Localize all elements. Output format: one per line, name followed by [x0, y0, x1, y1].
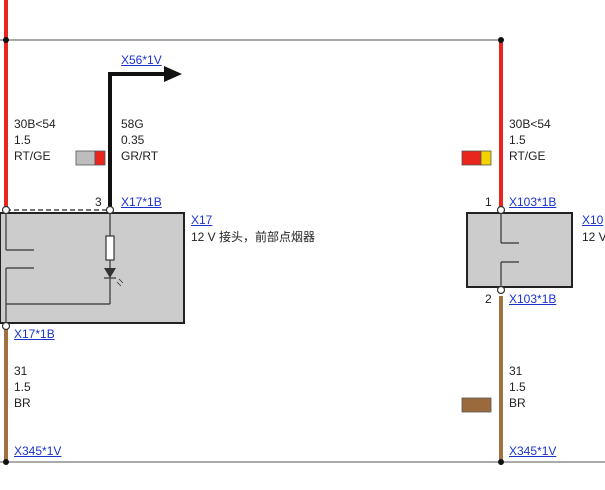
connector-x345-left-link[interactable]: X345*1V — [14, 444, 62, 458]
pin-number-x103-bottom: 2 — [485, 292, 492, 306]
wire-circuit: 30B<54 — [14, 117, 56, 131]
wire-color-code: GR/RT — [121, 149, 159, 163]
led-icon — [104, 268, 116, 278]
connector-x103-bottom-link[interactable]: X103*1B — [509, 292, 557, 306]
pin-number-x17: 3 — [95, 195, 102, 209]
arrow-right-icon — [164, 66, 182, 82]
wire-label-right-top: 30B<54 1.5 RT/GE — [509, 116, 551, 164]
component-x103-description: 12 V — [582, 230, 605, 244]
x17-component — [0, 212, 185, 324]
swatch-left-top — [75, 150, 106, 166]
wire-size: 1.5 — [14, 133, 31, 147]
wire-label-mid-top: 58G 0.35 GR/RT — [121, 116, 158, 164]
wire-size: 1.5 — [509, 380, 526, 394]
wire-circuit: 31 — [509, 364, 523, 378]
wire-color-code: RT/GE — [509, 149, 546, 163]
component-x103-link[interactable]: X10 — [582, 213, 604, 227]
x17-internal-circuit — [5, 213, 115, 323]
wire-size: 0.35 — [121, 133, 145, 147]
wire-size: 1.5 — [14, 380, 31, 394]
wire-color-code: BR — [14, 396, 31, 410]
wire-size: 1.5 — [509, 133, 526, 147]
connector-x17-bottom-link[interactable]: X17*1B — [14, 327, 55, 341]
x103-component — [466, 212, 573, 288]
led-light-rays-icon — [116, 278, 124, 287]
swatch-right-top — [461, 150, 492, 166]
wire-color-code: BR — [509, 396, 526, 410]
wire-color-code: RT/GE — [14, 149, 51, 163]
connector-x17-top-link[interactable]: X17*1B — [121, 195, 162, 209]
component-x17-description: 12 V 接头，前部点烟器 — [191, 230, 316, 244]
wire-label-left-bottom: 31 1.5 BR — [14, 363, 31, 411]
mid-black-wire — [108, 72, 165, 208]
x103-internal-circuit — [500, 213, 519, 287]
wire-circuit: 30B<54 — [509, 117, 551, 131]
pin-number-x103-top: 1 — [485, 195, 492, 209]
junction-points — [3, 37, 504, 465]
wire-circuit: 31 — [14, 364, 28, 378]
terminal-pins — [1, 205, 506, 331]
connector-x56-link[interactable]: X56*1V — [121, 53, 162, 67]
wire-label-left-top: 30B<54 1.5 RT/GE — [14, 116, 56, 164]
wire-circuit: 58G — [121, 117, 144, 131]
component-x17-link[interactable]: X17 — [191, 213, 213, 227]
wire-label-right-bottom: 31 1.5 BR — [509, 363, 526, 411]
swatch-right-bottom — [461, 397, 492, 413]
connector-x103-top-link[interactable]: X103*1B — [509, 195, 557, 209]
connector-x345-right-link[interactable]: X345*1V — [509, 444, 557, 458]
